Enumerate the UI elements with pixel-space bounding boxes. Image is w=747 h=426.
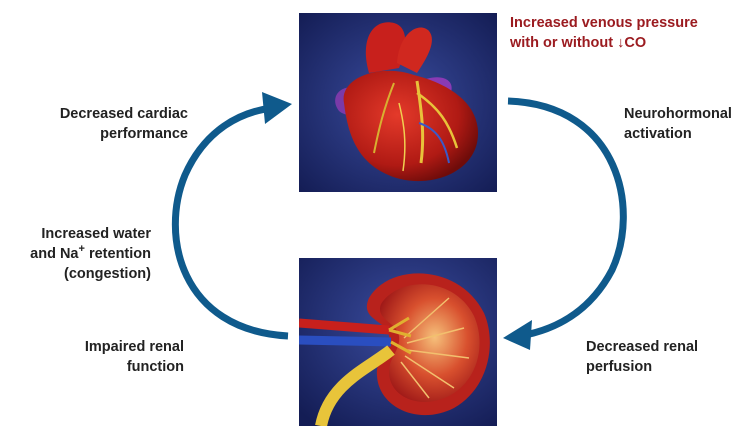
label-decreased-cardiac-performance: Decreased cardiac performance xyxy=(60,104,188,144)
right-arrowhead xyxy=(503,320,532,350)
left-arrowhead xyxy=(262,92,292,124)
right-cycle-arrow xyxy=(508,101,623,336)
left-cycle-arrow xyxy=(175,108,288,336)
label-water-sodium-retention: Increased water and Na+ retention (conge… xyxy=(30,224,151,284)
label-neurohormonal-activation: Neurohormonal activation xyxy=(624,104,732,144)
label-impaired-renal-function: Impaired renal function xyxy=(85,337,184,377)
label-venous-pressure: Increased venous pressure with or withou… xyxy=(510,13,698,53)
label-decreased-renal-perfusion: Decreased renal perfusion xyxy=(586,337,698,377)
